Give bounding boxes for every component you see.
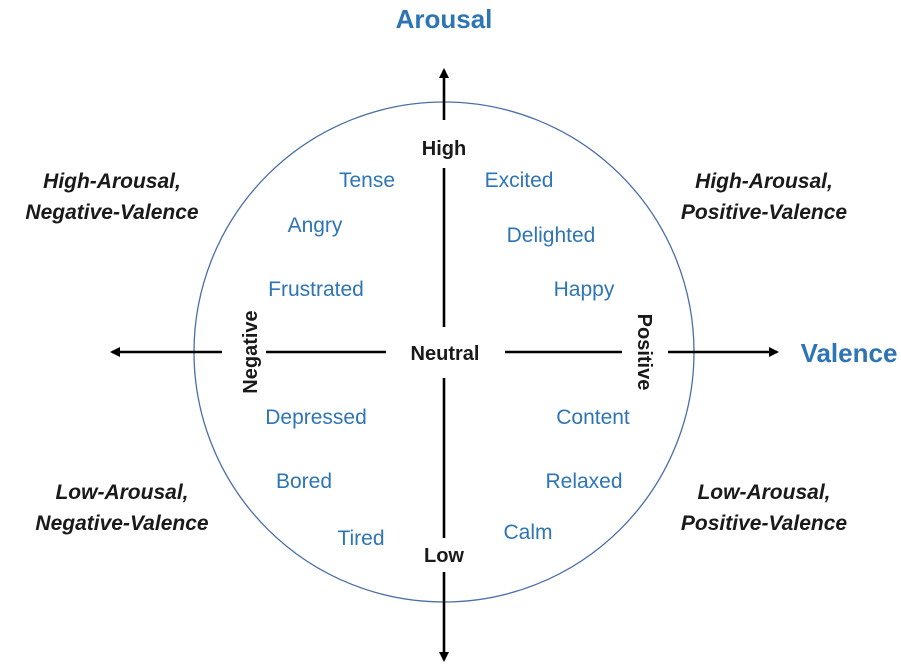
emotion-frustrated: Frustrated — [268, 278, 364, 301]
emotion-depressed: Depressed — [265, 406, 367, 429]
valence-title: Valence — [801, 338, 898, 368]
emotion-content: Content — [556, 406, 630, 429]
emotion-relaxed: Relaxed — [545, 470, 622, 493]
quadrant-bottom-right-line1: Low-Arousal, — [697, 481, 830, 504]
quadrant-bottom-left-line2: Negative-Valence — [35, 512, 208, 535]
quadrant-bottom-right-line2: Positive-Valence — [681, 512, 847, 535]
emotion-excited: Excited — [485, 169, 554, 192]
emotion-happy: Happy — [554, 278, 615, 301]
neutral-label: Neutral — [411, 343, 480, 365]
emotion-tense: Tense — [339, 169, 395, 192]
quadrant-top-left-line2: Negative-Valence — [25, 201, 198, 224]
quadrant-top-right-line2: Positive-Valence — [681, 201, 847, 224]
negative-label: Negative — [240, 310, 262, 393]
quadrant-top-right-line1: High-Arousal, — [695, 170, 833, 193]
emotion-calm: Calm — [503, 521, 552, 544]
high-label: High — [422, 138, 466, 160]
emotion-angry: Angry — [288, 214, 343, 237]
low-label: Low — [424, 545, 464, 567]
emotion-tired: Tired — [337, 527, 384, 550]
quadrant-top-left-line1: High-Arousal, — [43, 170, 181, 193]
positive-label: Positive — [633, 314, 655, 391]
emotion-delighted: Delighted — [507, 224, 596, 247]
emotion-bored: Bored — [276, 470, 332, 493]
arousal-title: Arousal — [396, 4, 493, 34]
quadrant-bottom-left-line1: Low-Arousal, — [55, 481, 188, 504]
